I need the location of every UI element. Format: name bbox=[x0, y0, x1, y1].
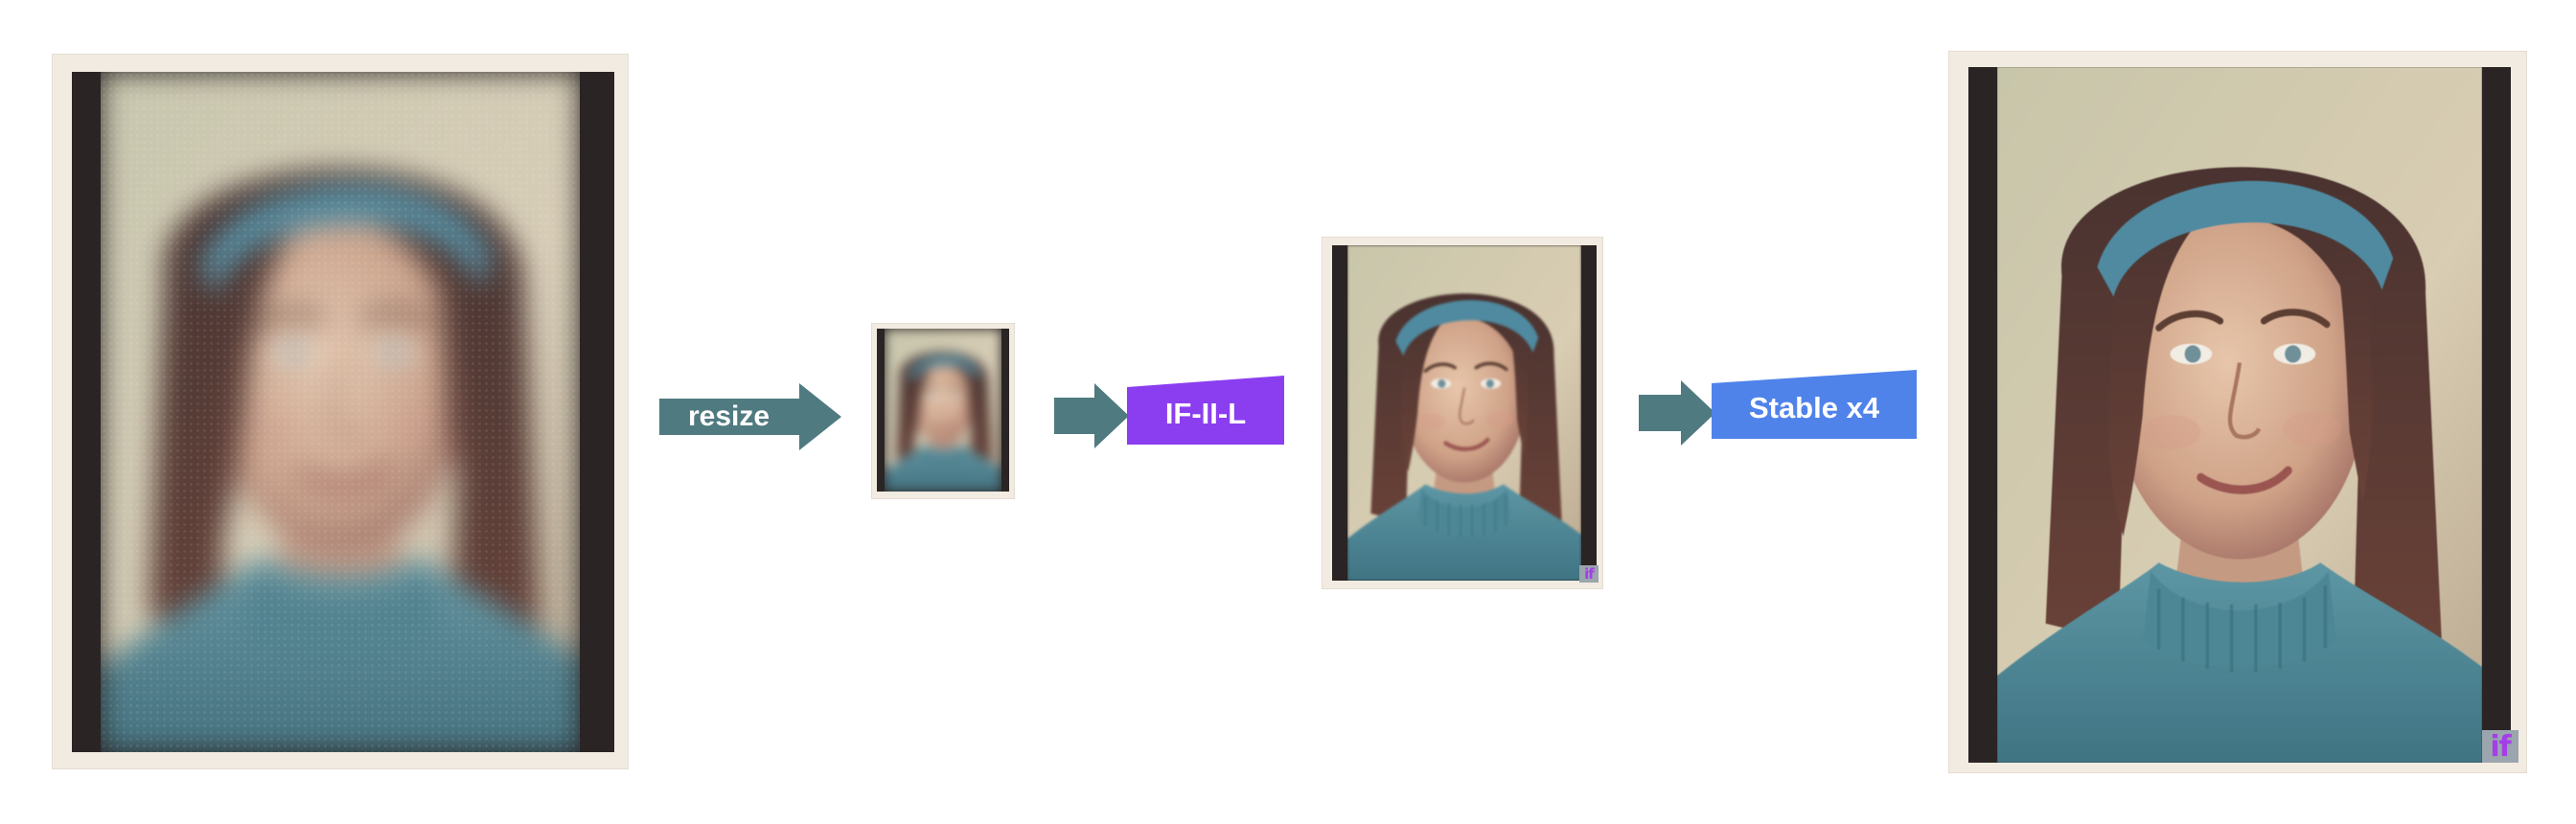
if-watermark-large: if bbox=[2482, 730, 2518, 764]
final-portrait-image bbox=[1997, 67, 2482, 763]
if-ii-l-arrow bbox=[1054, 383, 1129, 448]
stable-x4-stage-tag: Stable x4 bbox=[1712, 370, 1917, 439]
resize-arrow: resize bbox=[659, 383, 841, 450]
source-portrait-image bbox=[101, 72, 580, 752]
if-watermark-small: if bbox=[1579, 565, 1598, 583]
resized-portrait-image bbox=[885, 329, 1001, 492]
if-ii-l-label: IF-II-L bbox=[1164, 397, 1247, 430]
if-ii-l-portrait-image bbox=[1347, 245, 1581, 581]
final-output-frame: if bbox=[1949, 52, 2526, 772]
stable-x4-arrow bbox=[1639, 380, 1715, 446]
source-image-frame bbox=[53, 55, 628, 768]
resized-image-frame bbox=[872, 324, 1014, 498]
stable-x4-label: Stable x4 bbox=[1748, 391, 1880, 424]
resize-label: resize bbox=[688, 401, 770, 432]
if-ii-l-stage-tag: IF-II-L bbox=[1127, 376, 1284, 445]
if-ii-l-output-frame: if bbox=[1322, 238, 1602, 588]
